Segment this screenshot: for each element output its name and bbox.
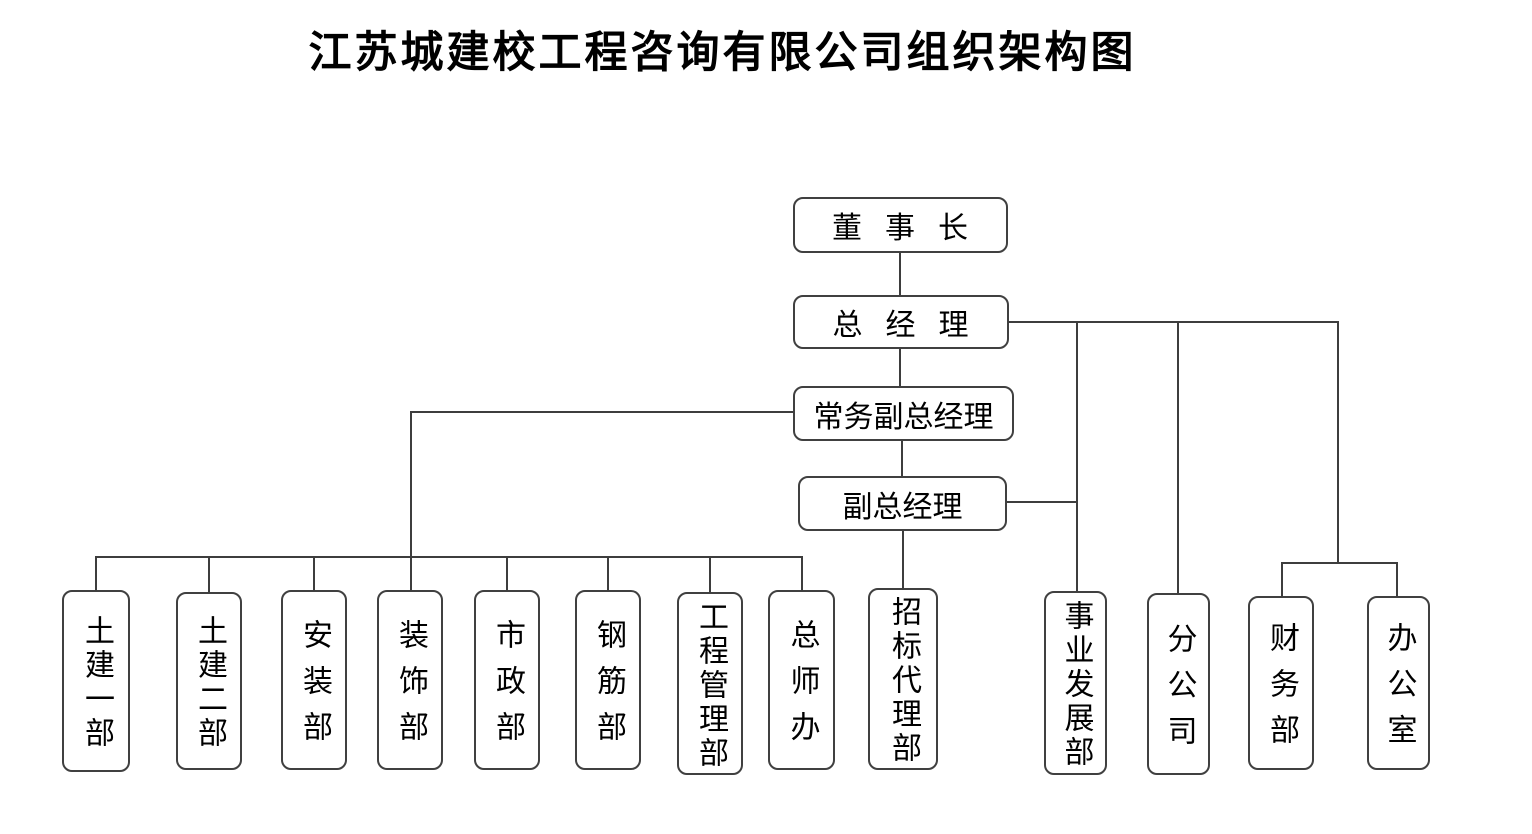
connector-line (1007, 501, 1078, 503)
connector-line (95, 556, 803, 558)
node-dept-admin-office: 办公室 (1367, 596, 1430, 770)
connector-line (1008, 321, 1339, 323)
node-label: 钢筋部 (592, 619, 625, 757)
connector-line (901, 441, 903, 476)
node-dept-installation: 安装部 (281, 590, 347, 770)
node-dept-civil-construction-2: 土建二部 (176, 592, 242, 770)
connector-line (1281, 562, 1398, 564)
node-dept-municipal: 市政部 (474, 590, 540, 770)
node-label: 总师办 (785, 619, 819, 757)
node-label: 安装部 (298, 619, 331, 757)
node-label: 办公室 (1382, 622, 1416, 760)
node-general-manager: 总经理 (793, 295, 1009, 349)
connector-line (410, 411, 793, 413)
node-dept-business-development: 事业发展部 (1044, 591, 1107, 775)
connector-line (709, 556, 711, 593)
node-label: 财务部 (1265, 622, 1298, 760)
connector-line (902, 531, 904, 590)
node-label: 土建一部 (80, 615, 113, 751)
page-title: 江苏城建校工程咨询有限公司组织架构图 (308, 29, 1137, 77)
node-label: 土建二部 (193, 615, 226, 751)
node-label: 分公司 (1162, 623, 1196, 761)
connector-line (1337, 321, 1339, 564)
node-dept-branch-company: 分公司 (1147, 593, 1210, 775)
connector-line (410, 411, 412, 591)
node-label: 常务副总经理 (813, 400, 994, 434)
connector-line (313, 556, 315, 591)
connector-line (1177, 321, 1179, 593)
node-label: 装饰部 (394, 619, 427, 757)
connector-line (801, 556, 803, 591)
node-dept-finance: 财务部 (1248, 596, 1314, 770)
node-executive-deputy-gm: 常务副总经理 (793, 386, 1014, 441)
node-dept-project-management: 工程管理部 (677, 592, 743, 775)
node-dept-chief-engineer-office: 总师办 (768, 590, 835, 770)
node-chairman: 董事长 (793, 197, 1008, 253)
node-dept-civil-construction-1: 土建一部 (62, 590, 130, 772)
node-label: 事业发展部 (1059, 600, 1093, 770)
node-label: 招标代理部 (887, 596, 920, 766)
node-label: 董事长 (832, 212, 991, 245)
node-dept-rebar: 钢筋部 (575, 590, 641, 770)
node-dept-decoration: 装饰部 (377, 590, 443, 770)
connector-line (1396, 562, 1398, 597)
node-dept-bidding-agency: 招标代理部 (868, 588, 938, 770)
node-label: 副总经理 (842, 490, 963, 524)
connector-line (95, 556, 97, 591)
connector-line (607, 556, 609, 591)
node-label: 市政部 (491, 619, 524, 757)
connector-line (1281, 562, 1283, 597)
node-deputy-gm: 副总经理 (798, 476, 1007, 531)
connector-line (899, 253, 901, 295)
node-label: 工程管理部 (694, 600, 727, 771)
node-label: 总经理 (832, 309, 992, 342)
connector-line (899, 349, 901, 386)
connector-line (208, 556, 210, 593)
connector-line (1076, 321, 1078, 591)
connector-line (506, 556, 508, 591)
